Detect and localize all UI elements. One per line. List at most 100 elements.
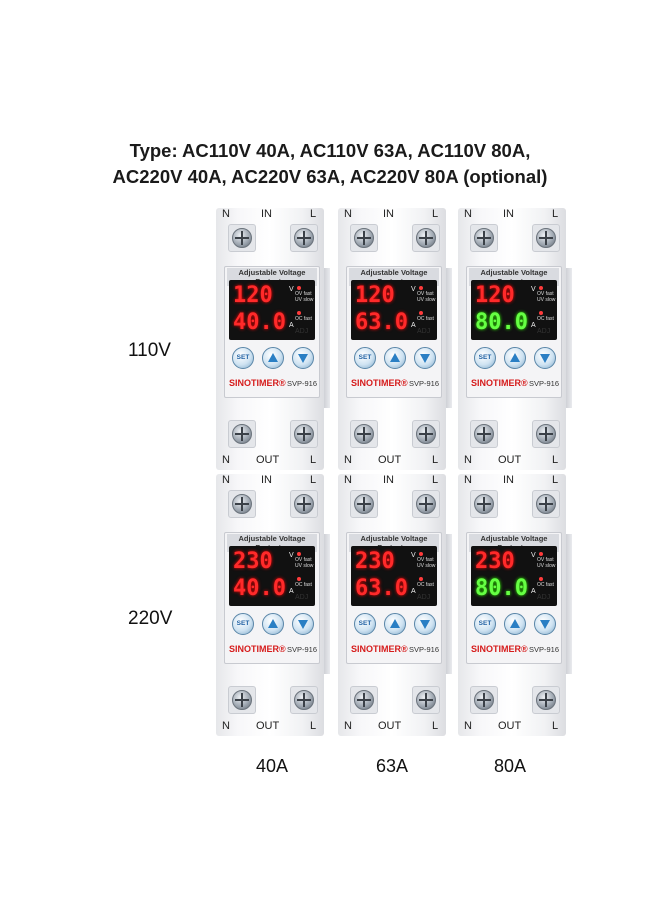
voltage-protector-device: N IN L Adjustable Voltage Protector 120 … <box>216 208 330 470</box>
screw-icon[interactable] <box>416 228 436 248</box>
terminal-label-in: IN <box>503 208 514 220</box>
screw-icon[interactable] <box>354 424 374 444</box>
oc-led-icon <box>539 577 543 581</box>
arrow-down-icon <box>298 620 308 629</box>
screw-icon[interactable] <box>294 494 314 514</box>
up-button[interactable] <box>504 613 526 635</box>
terminal-block <box>470 420 498 448</box>
set-button[interactable]: SET <box>474 347 496 369</box>
down-button[interactable] <box>414 347 436 369</box>
terminal-block <box>290 490 318 518</box>
terminal-label-out: OUT <box>378 454 402 466</box>
current-readout: 40.0 <box>233 576 286 601</box>
screw-icon[interactable] <box>536 424 556 444</box>
terminal-label-out: OUT <box>498 720 522 732</box>
brand-logo: SINOTIMER® <box>471 378 528 388</box>
down-button[interactable] <box>534 613 556 635</box>
terminal-label-in: IN <box>503 474 514 486</box>
up-button[interactable] <box>384 613 406 635</box>
screw-icon[interactable] <box>294 424 314 444</box>
screw-icon[interactable] <box>474 494 494 514</box>
ov-led-icon <box>539 552 543 556</box>
adj-label: ADJ <box>417 328 431 335</box>
set-button[interactable]: SET <box>354 613 376 635</box>
up-button[interactable] <box>384 347 406 369</box>
terminal-label-in: IN <box>261 208 272 220</box>
title-line-1: Type: AC110V 40A, AC110V 63A, AC110V 80A… <box>129 140 531 161</box>
screw-icon[interactable] <box>536 228 556 248</box>
down-button[interactable] <box>414 613 436 635</box>
screw-icon[interactable] <box>354 494 374 514</box>
screw-icon[interactable] <box>416 424 436 444</box>
oc-led-icon <box>539 311 543 315</box>
current-unit: A <box>531 322 536 329</box>
oc-fast-label: OC fast <box>537 316 554 322</box>
ov-led-icon <box>539 286 543 290</box>
adj-label: ADJ <box>537 328 551 335</box>
up-button[interactable] <box>262 613 284 635</box>
oc-led-icon <box>419 577 423 581</box>
terminal-label-n-top: N <box>222 474 230 486</box>
voltage-unit: V <box>411 286 416 293</box>
up-button[interactable] <box>504 347 526 369</box>
screw-icon[interactable] <box>354 228 374 248</box>
voltage-readout: 230 <box>355 549 395 574</box>
screw-icon[interactable] <box>474 424 494 444</box>
screw-icon[interactable] <box>232 494 252 514</box>
terminal-label-l-bottom: L <box>552 454 559 466</box>
terminal-label-l-bottom: L <box>310 720 317 732</box>
voltage-unit: V <box>411 552 416 559</box>
terminal-label-l-bottom: L <box>310 454 317 466</box>
set-button[interactable]: SET <box>232 347 254 369</box>
model-label: SVP-916 <box>409 645 440 654</box>
screw-icon[interactable] <box>474 228 494 248</box>
model-label: SVP-916 <box>287 379 318 388</box>
terminal-label-in: IN <box>383 208 394 220</box>
screw-icon[interactable] <box>294 690 314 710</box>
screw-icon[interactable] <box>536 690 556 710</box>
terminal-block <box>412 490 440 518</box>
voltage-unit: V <box>531 286 536 293</box>
oc-led-icon <box>297 577 301 581</box>
arrow-down-icon <box>540 620 550 629</box>
led-display: 230 63.0 V OV fast UV slow OC fast A <box>351 546 437 606</box>
oc-fast-label: OC fast <box>537 582 554 588</box>
screw-icon[interactable] <box>232 228 252 248</box>
terminal-block <box>470 224 498 252</box>
voltage-protector-device: N IN L Adjustable Voltage Protector 230 … <box>458 474 572 736</box>
led-display: 120 63.0 V OV fast UV slow OC fast A <box>351 280 437 340</box>
set-button[interactable]: SET <box>354 347 376 369</box>
screw-icon[interactable] <box>474 690 494 710</box>
terminal-label-in: IN <box>383 474 394 486</box>
device-housing-side <box>446 534 452 674</box>
screw-icon[interactable] <box>354 690 374 710</box>
terminal-block <box>350 686 378 714</box>
screw-icon[interactable] <box>232 424 252 444</box>
screw-icon[interactable] <box>294 228 314 248</box>
ov-led-icon <box>419 552 423 556</box>
set-button[interactable]: SET <box>474 613 496 635</box>
terminal-block <box>350 224 378 252</box>
model-label: SVP-916 <box>529 645 560 654</box>
screw-icon[interactable] <box>232 690 252 710</box>
screw-icon[interactable] <box>536 494 556 514</box>
screw-icon[interactable] <box>416 494 436 514</box>
down-button[interactable] <box>534 347 556 369</box>
oc-led-icon <box>419 311 423 315</box>
uv-slow-label: UV slow <box>537 563 556 569</box>
down-button[interactable] <box>292 613 314 635</box>
terminal-label-l-top: L <box>432 474 439 486</box>
device-housing-side <box>324 268 330 408</box>
current-unit: A <box>411 588 416 595</box>
terminal-label-n-top: N <box>464 474 472 486</box>
set-button[interactable]: SET <box>232 613 254 635</box>
terminal-label-out: OUT <box>256 454 280 466</box>
terminal-label-l-top: L <box>552 474 559 486</box>
ov-led-icon <box>419 286 423 290</box>
terminal-block <box>290 686 318 714</box>
down-button[interactable] <box>292 347 314 369</box>
terminal-label-n-bottom: N <box>344 720 352 732</box>
terminal-block <box>350 490 378 518</box>
up-button[interactable] <box>262 347 284 369</box>
screw-icon[interactable] <box>416 690 436 710</box>
